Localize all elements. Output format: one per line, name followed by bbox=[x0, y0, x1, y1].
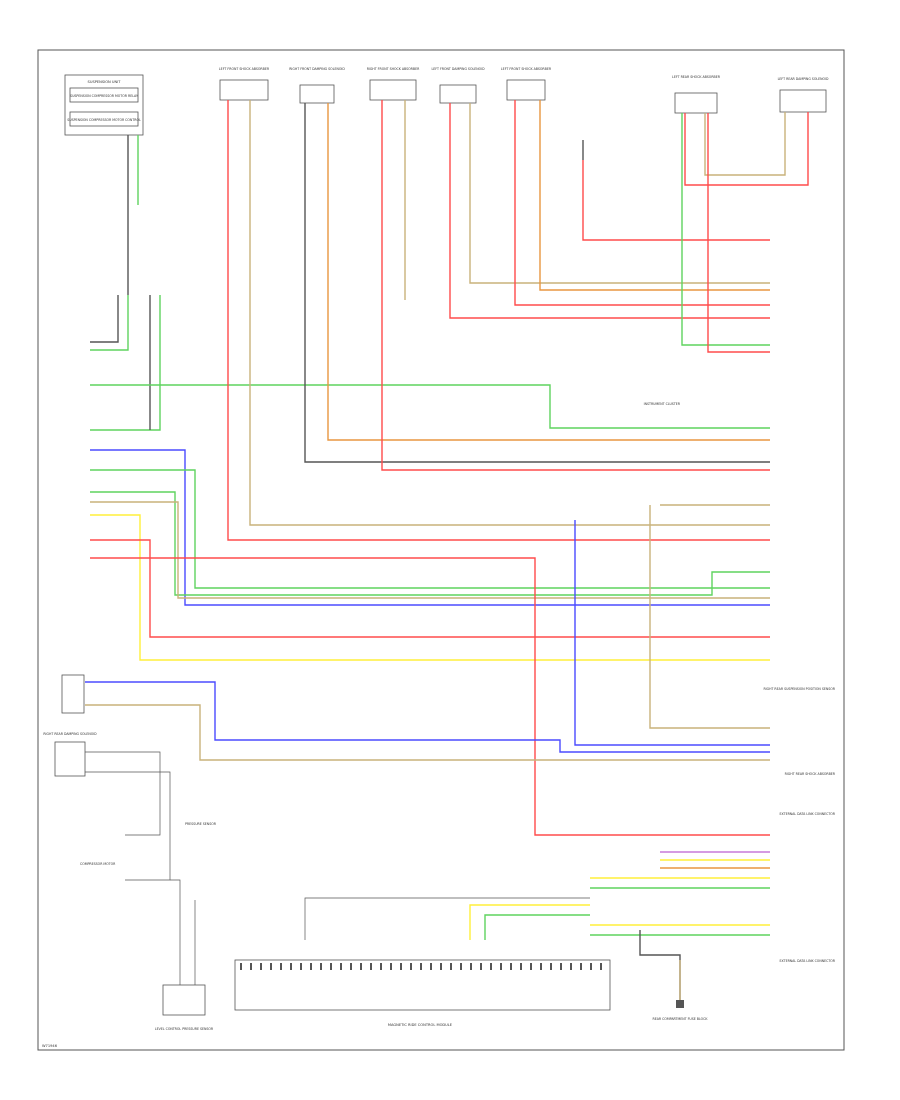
top-component-2-label: RIGHT FRONT DAMPING SOLENOID bbox=[289, 67, 345, 71]
fuse-block-label: REAR COMPARTMENT FUSE BLOCK bbox=[653, 1017, 709, 1021]
module-terminals bbox=[240, 963, 602, 970]
ext-dlc-2-label: EXTERNAL DATA LINK CONNECTOR bbox=[779, 959, 835, 963]
top-component-4: LEFT FRONT DAMPING SOLENOID bbox=[431, 67, 485, 104]
top-component-5: LEFT FRONT SHOCK ABSORBER bbox=[501, 67, 552, 101]
suspension-unit-box: SUSPENSION UNIT SUSPENSION COMPRESSOR MO… bbox=[64, 74, 144, 136]
level-control-box: LEVEL CONTROL PRESSURE SENSOR bbox=[155, 984, 214, 1031]
control-module-label: MAGNETIC RIDE CONTROL MODULE bbox=[388, 1023, 453, 1027]
rr-position-sensor-label: RIGHT REAR SUSPENSION POSITION SENSOR bbox=[763, 687, 835, 691]
top-component-1: LEFT FRONT SHOCK ABSORBER bbox=[219, 67, 270, 101]
top-component-6-label: LEFT REAR SHOCK ABSORBER bbox=[672, 75, 721, 79]
wires bbox=[85, 100, 809, 1005]
top-component-6: LEFT REAR SHOCK ABSORBER bbox=[672, 75, 721, 114]
top-component-3: RIGHT FRONT SHOCK ABSORBER bbox=[367, 67, 420, 101]
top-component-3-label: RIGHT FRONT SHOCK ABSORBER bbox=[367, 67, 420, 71]
left-connector-box bbox=[61, 674, 85, 714]
top-component-4-label: LEFT FRONT DAMPING SOLENOID bbox=[431, 67, 485, 71]
compressor-motor-label: COMPRESSOR MOTOR bbox=[80, 862, 116, 866]
footer-code: W71946 bbox=[42, 1044, 58, 1048]
compressor-relay-label: SUSPENSION COMPRESSOR MOTOR RELAY bbox=[70, 94, 138, 98]
rr-shock-label: RIGHT REAR SHOCK ABSORBER bbox=[785, 772, 836, 776]
top-component-7-label: LEFT REAR DAMPING SOLENOID bbox=[778, 77, 829, 81]
fuse-block-connector: REAR COMPARTMENT FUSE BLOCK bbox=[653, 1000, 709, 1021]
top-component-7: LEFT REAR DAMPING SOLENOID bbox=[778, 77, 829, 113]
diagram-border bbox=[37, 49, 845, 1051]
suspension-unit-label: SUSPENSION UNIT bbox=[88, 80, 122, 84]
top-component-5-label: LEFT FRONT SHOCK ABSORBER bbox=[501, 67, 552, 71]
top-component-1-label: LEFT FRONT SHOCK ABSORBER bbox=[219, 67, 270, 71]
compressor-control-label: SUSPENSION COMPRESSOR MOTOR CONTROL bbox=[67, 118, 141, 122]
top-component-2: RIGHT FRONT DAMPING SOLENOID bbox=[289, 67, 345, 104]
left-sensor-box: RIGHT REAR DAMPING SOLENOID bbox=[43, 732, 97, 777]
rr-damping-label: RIGHT REAR DAMPING SOLENOID bbox=[43, 732, 97, 736]
ext-dlc-1-label: EXTERNAL DATA LINK CONNECTOR bbox=[779, 812, 835, 816]
level-control-label: LEVEL CONTROL PRESSURE SENSOR bbox=[155, 1027, 214, 1031]
control-module: MAGNETIC RIDE CONTROL MODULE bbox=[234, 959, 611, 1027]
pressure-sensor-label: PRESSURE SENSOR bbox=[185, 822, 217, 826]
instrument-cluster-label: INSTRUMENT CLUSTER bbox=[644, 402, 681, 406]
